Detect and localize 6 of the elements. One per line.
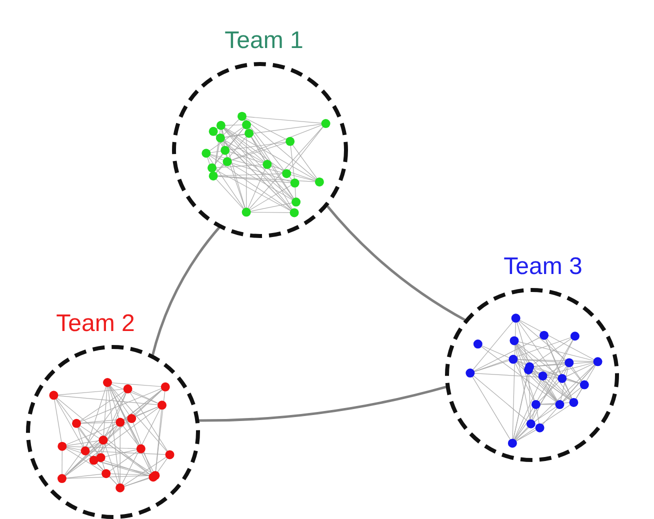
team-label: Team 3: [502, 253, 584, 281]
connector-line: [325, 204, 468, 322]
connector-line: [197, 385, 448, 422]
team-label: Team 1: [224, 27, 304, 55]
team-label: Team 2: [55, 310, 136, 338]
connector-line: [151, 225, 222, 357]
